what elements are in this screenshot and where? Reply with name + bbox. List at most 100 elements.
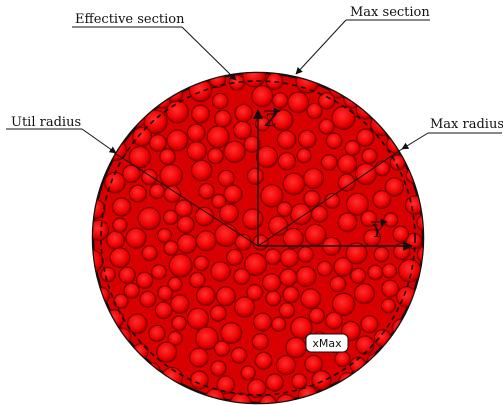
particle <box>333 257 353 277</box>
particle <box>265 290 282 307</box>
particle <box>246 284 264 302</box>
particle <box>105 230 125 250</box>
particle <box>209 304 227 322</box>
particle <box>260 184 284 208</box>
particle <box>93 249 104 274</box>
particle <box>148 324 166 342</box>
particle <box>331 105 356 131</box>
particle <box>112 217 128 233</box>
particle <box>345 192 370 216</box>
particle <box>211 92 229 110</box>
particle <box>381 263 398 279</box>
particle <box>174 199 193 218</box>
particle <box>122 164 141 184</box>
particle <box>232 120 252 140</box>
particle <box>287 91 310 114</box>
particle <box>246 167 264 185</box>
xmax-badge: xMax <box>305 333 349 353</box>
particle <box>132 126 153 147</box>
particle <box>355 335 375 355</box>
particle <box>210 360 227 377</box>
particle <box>384 177 405 197</box>
particle <box>220 322 243 345</box>
particle <box>210 261 231 282</box>
particle <box>275 393 297 403</box>
particle <box>271 316 287 332</box>
particle <box>194 326 219 351</box>
particle <box>383 212 399 228</box>
particle <box>223 140 246 163</box>
particle <box>373 246 390 263</box>
particle <box>150 264 167 281</box>
particle <box>353 283 375 305</box>
particle <box>337 153 358 174</box>
particle <box>282 227 304 249</box>
particle <box>242 208 264 230</box>
particle <box>253 312 273 332</box>
particle <box>168 253 193 278</box>
particle <box>189 271 206 289</box>
particle <box>370 112 394 137</box>
particle <box>392 225 410 243</box>
particle <box>416 213 423 232</box>
particle <box>149 134 168 153</box>
particle <box>264 248 282 266</box>
particle <box>308 307 325 324</box>
particle <box>186 141 207 162</box>
particle <box>109 247 131 269</box>
particle <box>285 336 307 359</box>
xmax-badge-text: xMax <box>312 337 342 350</box>
particle <box>214 223 239 248</box>
particle <box>355 99 376 120</box>
particle <box>276 201 293 218</box>
particle <box>211 193 227 209</box>
particle <box>170 294 190 314</box>
particle <box>159 148 176 166</box>
effective-section-leader <box>181 26 237 81</box>
particle <box>276 129 297 150</box>
particle <box>217 169 235 188</box>
particle <box>251 85 274 108</box>
particle <box>234 103 253 123</box>
particle <box>297 129 317 149</box>
particle <box>190 159 213 182</box>
particle <box>296 147 312 164</box>
particle <box>261 273 282 293</box>
particle <box>167 276 183 292</box>
particle <box>135 271 154 289</box>
particle <box>188 347 209 368</box>
particle <box>325 311 344 330</box>
effective-section-circle <box>100 80 416 396</box>
particle <box>295 73 320 94</box>
particle <box>303 189 321 208</box>
particle <box>361 147 378 165</box>
particle <box>207 147 224 165</box>
particle <box>277 151 297 171</box>
particle <box>162 209 179 226</box>
particle <box>300 288 322 310</box>
particle <box>186 123 206 143</box>
y-axis-label: Y <box>372 222 385 242</box>
particle <box>154 301 173 320</box>
particle <box>104 309 125 329</box>
particle <box>137 206 161 231</box>
particle <box>163 240 179 256</box>
z-axis-label: Z <box>264 111 278 131</box>
max-radius-line <box>257 148 403 247</box>
particle <box>320 153 338 171</box>
particle <box>123 282 140 299</box>
particle <box>156 341 178 363</box>
particle <box>372 190 392 210</box>
particle <box>279 268 298 287</box>
util-radius-line <box>109 149 259 247</box>
particle <box>350 267 367 284</box>
particle <box>254 351 273 370</box>
particle <box>360 315 379 334</box>
particle <box>234 233 252 251</box>
particle <box>198 182 215 200</box>
particle <box>226 248 244 266</box>
particle <box>118 266 136 284</box>
particle <box>304 354 324 374</box>
particle <box>396 286 418 308</box>
